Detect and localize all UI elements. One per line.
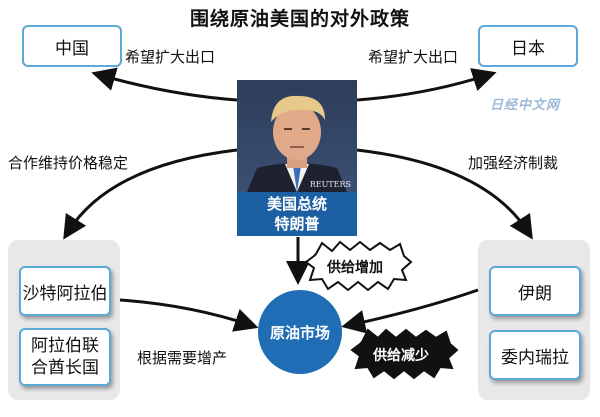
node-oil-market: 原油市场 — [258, 290, 342, 374]
diagram-title: 围绕原油美国的对外政策 — [189, 8, 410, 30]
node-oil-market-label: 原油市场 — [269, 323, 330, 342]
node-china: 中国 — [22, 25, 122, 67]
portrait-figure — [247, 95, 347, 192]
supply-down-burst — [350, 328, 459, 380]
node-china-label: 中国 — [55, 38, 89, 59]
center-caption-line1: 美国总统 — [266, 195, 327, 213]
supply-up-burst — [304, 240, 413, 292]
supply-up-label: 供给增加 — [327, 260, 383, 276]
node-japan: 日本 — [478, 25, 578, 67]
watermark-text: 日经中文网 — [490, 98, 561, 113]
node-saudi: 沙特阿拉伯 — [19, 266, 111, 316]
supply-down-label: 供给减少 — [373, 348, 429, 364]
node-uae-line1: 阿拉伯联 — [31, 336, 99, 356]
node-venezuela-label: 委内瑞拉 — [501, 347, 569, 368]
node-saudi-label: 沙特阿拉伯 — [22, 283, 108, 304]
center-caption-line2: 特朗普 — [274, 215, 320, 233]
node-iran: 伊朗 — [489, 266, 581, 316]
arrow-iran-to-market — [341, 288, 479, 334]
node-iran-label: 伊朗 — [518, 283, 552, 304]
label-to-china: 希望扩大出口 — [125, 48, 216, 66]
arrow-saudi-to-market — [119, 298, 259, 332]
center-caption: 美国总统 特朗普 — [237, 192, 357, 236]
node-venezuela: 委内瑞拉 — [489, 330, 581, 380]
arrow-to-iran — [356, 148, 533, 240]
arrow-to-saudi — [63, 148, 238, 240]
arrow-to-china — [91, 67, 238, 102]
label-saudi-to-market: 根据需要增产 — [137, 349, 228, 367]
label-to-saudi: 合作维持价格稳定 — [8, 154, 129, 172]
trump-portrait: REUTERS — [237, 80, 357, 192]
label-to-japan: 希望扩大出口 — [368, 48, 459, 66]
node-uae-line2: 合酋长国 — [31, 358, 99, 378]
label-to-iran: 加强经济制裁 — [468, 154, 559, 172]
arrow-to-japan — [356, 68, 497, 102]
node-uae: 阿拉伯联 合酋长国 — [19, 328, 111, 386]
photo-credit: REUTERS — [309, 180, 351, 189]
node-japan-label: 日本 — [511, 38, 545, 59]
